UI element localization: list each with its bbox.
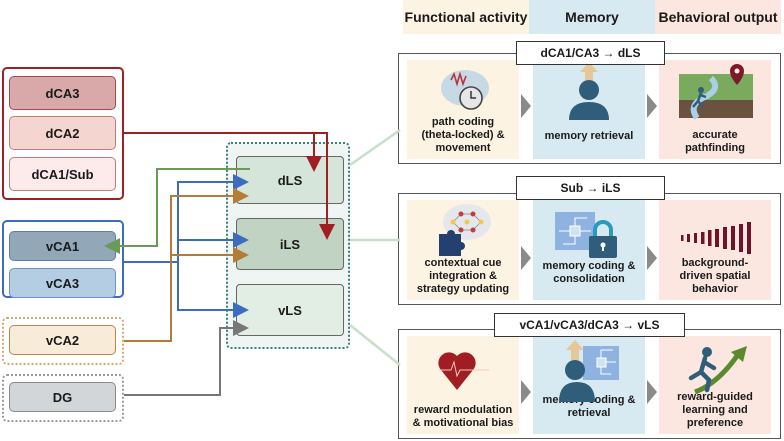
map-runner-icon — [679, 64, 753, 120]
target-dls[interactable]: dLS — [236, 156, 344, 204]
source-dca2[interactable]: dCA2 — [9, 116, 116, 150]
target-ils[interactable]: iLS — [236, 218, 344, 270]
source-dca3[interactable]: dCA3 — [9, 76, 116, 110]
source-dg[interactable]: DG — [9, 382, 116, 412]
label-functional-vls: reward modulation & motivational bias — [412, 404, 514, 429]
cell-functional-vls: reward modulation & motivational bias — [407, 336, 519, 434]
source-vca3[interactable]: vCA3 — [9, 268, 116, 298]
cell-memory-ils: memory coding & consolidation — [533, 200, 645, 300]
brain-puzzle-icon — [439, 204, 491, 256]
cell-functional-ils: contextual cue integration & strategy up… — [407, 200, 519, 300]
runner-arrow-icon — [688, 346, 747, 394]
person-circuit-icon — [559, 340, 619, 402]
header-behavioral-output: Behavioral output — [655, 0, 781, 34]
chevron-right-icon — [521, 246, 531, 270]
brain-clock-icon — [441, 70, 489, 110]
chevron-right-icon — [647, 246, 657, 270]
label-memory-dls: memory retrieval — [544, 130, 634, 142]
header-memory: Memory — [529, 0, 655, 34]
header-functional-activity: Functional activity — [403, 0, 529, 34]
bar-gradient-icon — [681, 222, 751, 254]
connector-dls-panel — [349, 128, 401, 167]
connector-vls-panel — [349, 324, 401, 366]
circuit-lock-icon — [555, 212, 617, 258]
cell-behavioral-dls: accurate pathfinding — [659, 60, 771, 159]
label-memory-ils: memory coding & consolidation — [542, 260, 636, 285]
pathway-panel-dls: path coding (theta-locked) & movement me… — [398, 53, 781, 164]
pathway-panel-ils: contextual cue integration & strategy up… — [398, 193, 781, 305]
label-functional-ils: contextual cue integration & strategy up… — [416, 257, 510, 295]
pathway-title-vls: vCA1/vCA3/dCA3 → vLS — [494, 313, 685, 337]
target-vls[interactable]: vLS — [236, 284, 344, 336]
cell-functional-dls: path coding (theta-locked) & movement — [407, 60, 519, 159]
cell-behavioral-vls: reward-guided learning and preference — [659, 336, 771, 434]
lateral-septum-group: dLS iLS vLS — [226, 142, 350, 349]
chevron-right-icon — [647, 380, 657, 404]
cell-memory-vls: memory coding & retrieval — [533, 336, 645, 434]
pathway-title-ils: Sub → iLS — [516, 176, 665, 200]
label-behavioral-dls: accurate pathfinding — [685, 129, 745, 154]
vca2-group — [2, 317, 124, 365]
label-behavioral-ils: background-driven spatial behavior — [679, 257, 751, 295]
source-vca2[interactable]: vCA2 — [9, 325, 116, 355]
source-vca1[interactable]: vCA1 — [9, 231, 116, 261]
chevron-right-icon — [647, 94, 657, 118]
heart-icon — [438, 352, 489, 390]
cell-behavioral-ils: background-driven spatial behavior — [659, 200, 771, 300]
dg-group — [2, 374, 124, 422]
dorsal-hippocampus-group — [2, 67, 124, 200]
label-functional-dls: path coding (theta-locked) & movement — [421, 116, 505, 154]
pathway-title-dls: dCA1/CA3 → dLS — [516, 41, 665, 65]
pathway-panel-vls: reward modulation & motivational bias me… — [398, 329, 781, 439]
person-retrieval-icon — [569, 62, 609, 120]
chevron-right-icon — [521, 380, 531, 404]
label-behavioral-vls: reward-guided learning and preference — [677, 391, 753, 429]
chevron-right-icon — [521, 94, 531, 118]
source-dca1-sub[interactable]: dCA1/Sub — [9, 157, 116, 191]
cell-memory-dls: memory retrieval — [533, 60, 645, 159]
